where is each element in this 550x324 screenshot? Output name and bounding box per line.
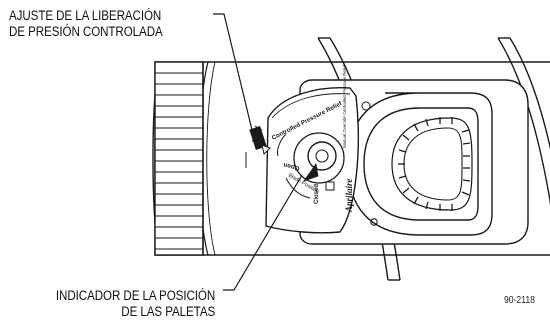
callout-top-line-1: AJUSTE DE LA LIBERACIÓN bbox=[9, 8, 162, 23]
pressure-relief-knob[interactable] bbox=[249, 126, 267, 150]
callout-bottom-line-1: INDICADOR DE LA POSICIÓN bbox=[55, 288, 215, 303]
callout-leaders bbox=[213, 13, 303, 291]
callout-pressure-relief-adjust: AJUSTE DE LA LIBERACIÓN DE PRESIÓN CONTR… bbox=[9, 8, 163, 40]
label-maker-note: Manual Override Controlled Pressure Reli… bbox=[342, 64, 347, 148]
callout-blade-position-indicator: INDICADOR DE LA POSICIÓN DE LAS PALETAS bbox=[56, 288, 215, 320]
callout-top-line-2: DE PRESIÓN CONTROLADA bbox=[9, 24, 163, 39]
label-brand: Aprilaire bbox=[344, 178, 354, 213]
callout-bottom-line-2: DE LAS PALETAS bbox=[121, 304, 215, 319]
label-closed: Closed bbox=[314, 184, 320, 204]
figure-id: 90-2118 bbox=[504, 295, 535, 306]
label-open: Open bbox=[283, 161, 301, 172]
end-collar bbox=[152, 61, 204, 256]
triangle-indicator bbox=[261, 144, 271, 155]
